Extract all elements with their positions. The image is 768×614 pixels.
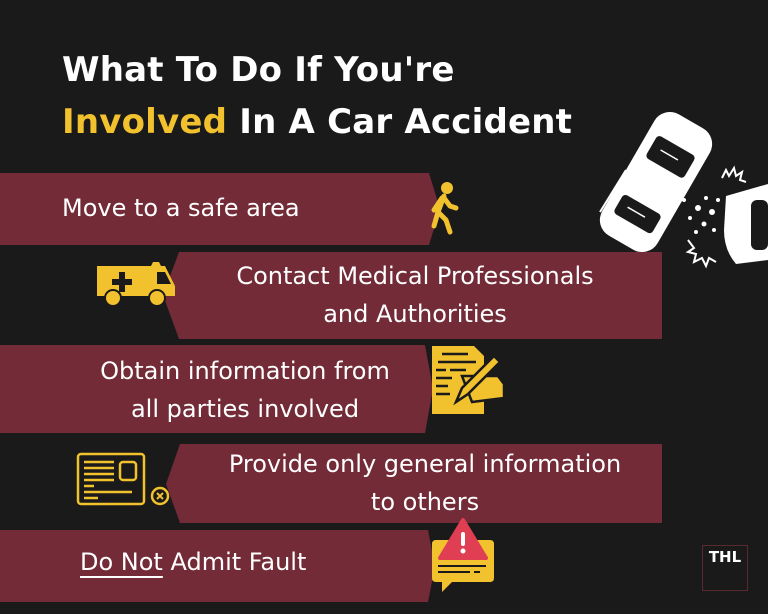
title-line-2-rest: In A Car Accident xyxy=(227,102,573,142)
title-line-1: What To Do If You're xyxy=(62,50,455,90)
step-4-text: Provide only general information to othe… xyxy=(228,450,622,516)
step-3-banner xyxy=(0,345,433,433)
document-signing-icon xyxy=(432,346,506,414)
step-5-banner xyxy=(0,530,435,602)
step-5-text: Do Not Admit Fault xyxy=(80,548,307,576)
page-title: What To Do If You're Involved In A Car A… xyxy=(62,44,572,148)
car-crash-icon xyxy=(599,111,768,269)
ambulance-icon xyxy=(97,262,175,307)
thl-logo: THL xyxy=(702,545,748,591)
step-4-banner xyxy=(166,444,662,523)
walking-person-icon xyxy=(431,182,459,235)
step-2-text: Contact Medical Professionals and Author… xyxy=(236,262,594,328)
do-not-emphasis: Do Not xyxy=(80,548,163,576)
step-3-text: Obtain information from all parties invo… xyxy=(100,357,390,423)
id-card-icon xyxy=(76,452,170,506)
step-1-banner xyxy=(0,173,440,245)
step-1-text: Move to a safe area xyxy=(62,194,300,222)
title-highlight: Involved xyxy=(62,102,228,142)
warning-speech-bubble-icon xyxy=(432,518,494,592)
step-2-banner xyxy=(163,252,662,339)
